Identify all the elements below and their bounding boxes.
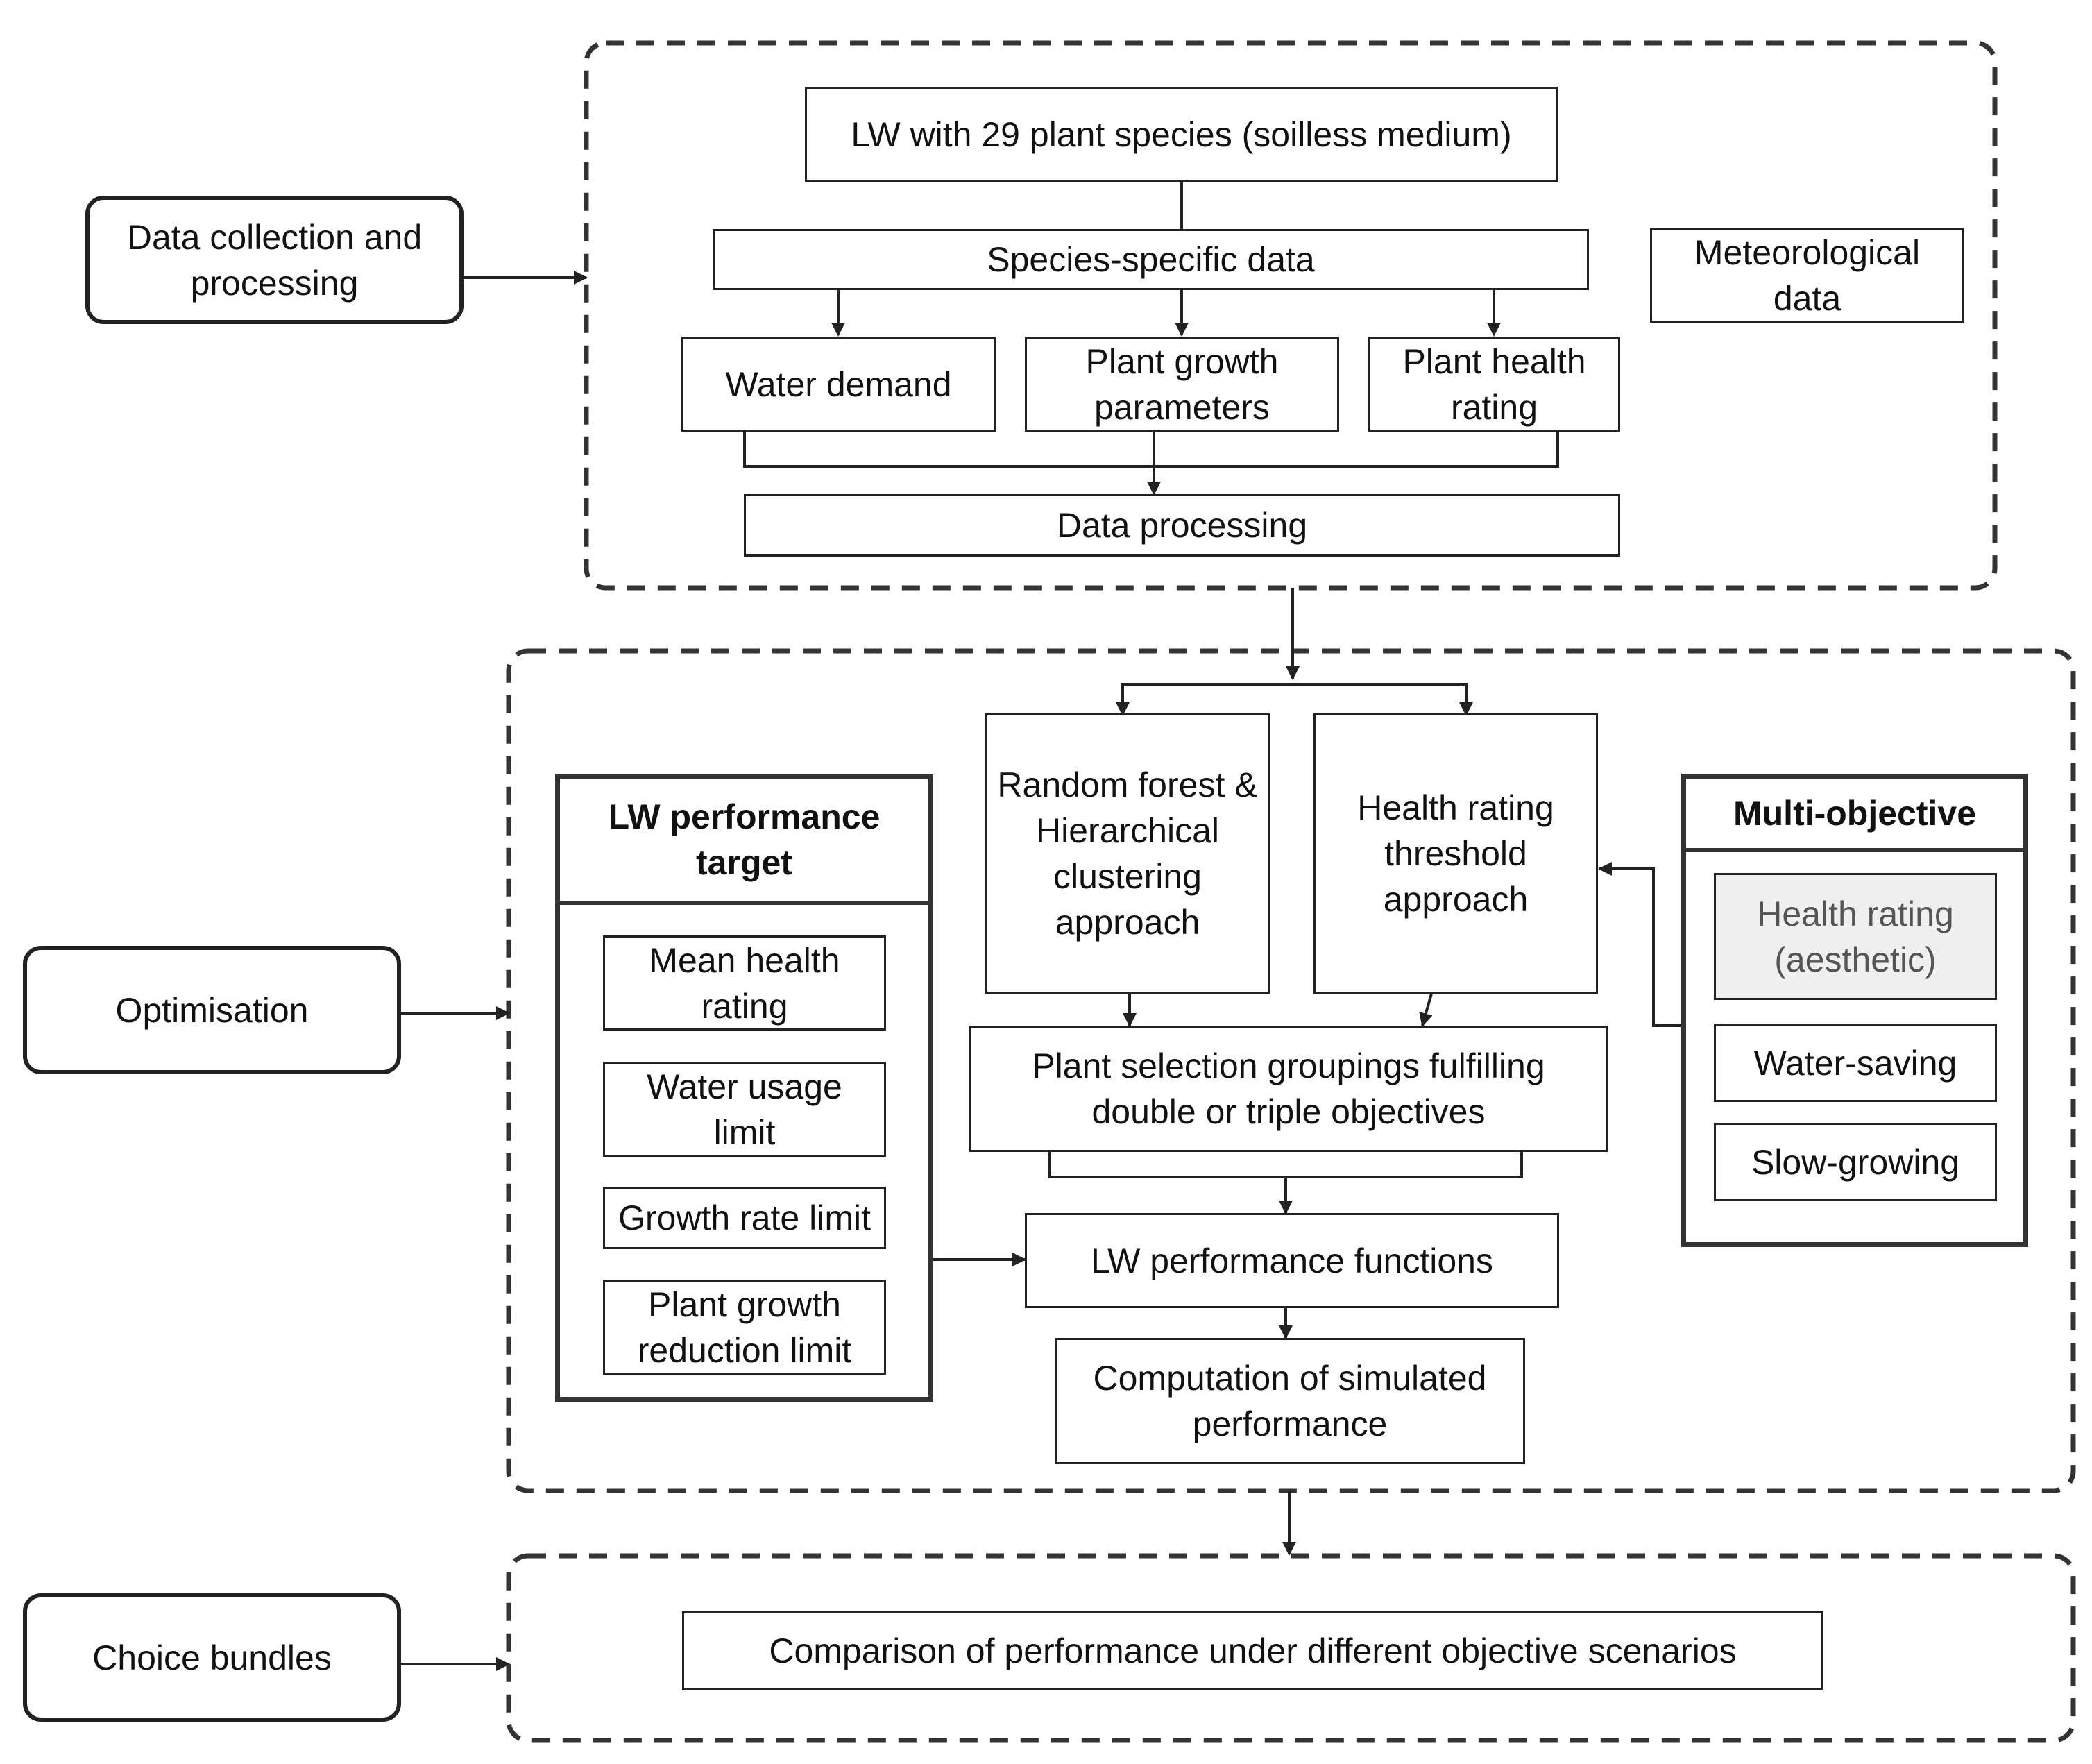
arrow-multi-objective-to-threshold xyxy=(1598,862,1681,1027)
stage-label-data-collection-text: Data collection and processing xyxy=(126,217,423,303)
multi-objective-title: Multi-objective xyxy=(1733,794,1977,833)
meteorological-box: Meteorological data xyxy=(1650,228,1964,323)
choice-section-frame xyxy=(506,1553,2076,1743)
target-item-mean-health: Mean health rating xyxy=(603,935,886,1031)
multi-objective-header: Multi-objective xyxy=(1686,779,2023,852)
performance-target-title: LW performance target xyxy=(608,797,881,882)
target-item-growth-reduction: Plant growth reduction limit xyxy=(603,1280,886,1375)
comparison-text: Comparison of performance under differen… xyxy=(769,1631,1737,1670)
random-forest-text: Random forest & Hierarchical clustering … xyxy=(997,765,1258,942)
plant-selection-box: Plant selection groupings fulfilling dou… xyxy=(969,1026,1608,1152)
stage-label-data-collection: Data collection and processing xyxy=(85,196,464,324)
performance-functions-box: LW performance functions xyxy=(1025,1213,1559,1308)
split-bracket xyxy=(1121,683,1468,713)
plant-health-box: Plant health rating xyxy=(1368,337,1620,432)
objective-water-saving: Water-saving xyxy=(1714,1024,1997,1102)
target-item-mean-health-text: Mean health rating xyxy=(649,940,840,1026)
target-item-water-usage: Water usage limit xyxy=(603,1062,886,1157)
data-processing-box: Data processing xyxy=(744,494,1620,557)
plant-growth-text: Plant growth parameters xyxy=(1085,341,1279,427)
species-data-text: Species-specific data xyxy=(987,240,1315,279)
target-item-growth-reduction-text: Plant growth reduction limit xyxy=(637,1284,852,1370)
merge-to-data-processing xyxy=(743,432,1559,468)
objective-slow-growing-text: Slow-growing xyxy=(1751,1142,1960,1182)
random-forest-box: Random forest & Hierarchical clustering … xyxy=(985,713,1270,994)
objective-health-rating: Health rating (aesthetic) xyxy=(1714,873,1997,1000)
species-data-box: Species-specific data xyxy=(713,229,1589,290)
plant-growth-box: Plant growth parameters xyxy=(1025,337,1339,432)
plant-selection-text: Plant selection groupings fulfilling dou… xyxy=(1032,1046,1545,1131)
lw-species-box: LW with 29 plant species (soilless mediu… xyxy=(805,87,1558,182)
arrow-threshold-to-selection xyxy=(1419,993,1433,1027)
multi-objective-panel: Multi-objective Health rating (aesthetic… xyxy=(1681,774,2028,1247)
optimisation-section-frame xyxy=(506,648,2076,1493)
computation-box: Computation of simulated performance xyxy=(1055,1338,1525,1464)
performance-target-panel: LW performance target Mean health rating… xyxy=(555,774,933,1402)
stage-label-choice-bundles-text: Choice bundles xyxy=(92,1638,332,1677)
data-processing-text: Data processing xyxy=(1056,506,1308,545)
target-item-growth-rate: Growth rate limit xyxy=(603,1187,886,1249)
health-threshold-text: Health rating threshold approach xyxy=(1357,788,1554,919)
performance-functions-text: LW performance functions xyxy=(1091,1241,1493,1280)
objective-health-rating-text: Health rating (aesthetic) xyxy=(1757,894,1954,979)
collection-section-frame xyxy=(584,40,1998,591)
lw-species-text: LW with 29 plant species (soilless mediu… xyxy=(851,115,1512,154)
stage-label-choice-bundles: Choice bundles xyxy=(23,1593,401,1722)
health-threshold-box: Health rating threshold approach xyxy=(1313,713,1598,994)
objective-slow-growing: Slow-growing xyxy=(1714,1123,1997,1201)
meteorological-text: Meteorological data xyxy=(1694,232,1921,318)
computation-text: Computation of simulated performance xyxy=(1093,1359,1487,1443)
water-demand-box: Water demand xyxy=(681,337,996,432)
stage-label-optimisation-text: Optimisation xyxy=(115,990,309,1030)
plant-health-text: Plant health rating xyxy=(1402,341,1586,427)
water-demand-text: Water demand xyxy=(725,364,952,404)
objective-water-saving-text: Water-saving xyxy=(1753,1043,1957,1083)
comparison-box: Comparison of performance under differen… xyxy=(682,1611,1823,1690)
target-item-water-usage-text: Water usage limit xyxy=(647,1067,842,1152)
selection-bracket xyxy=(1048,1152,1523,1178)
target-item-growth-rate-text: Growth rate limit xyxy=(618,1198,871,1237)
performance-target-header: LW performance target xyxy=(560,779,928,905)
stage-label-optimisation: Optimisation xyxy=(23,946,401,1074)
